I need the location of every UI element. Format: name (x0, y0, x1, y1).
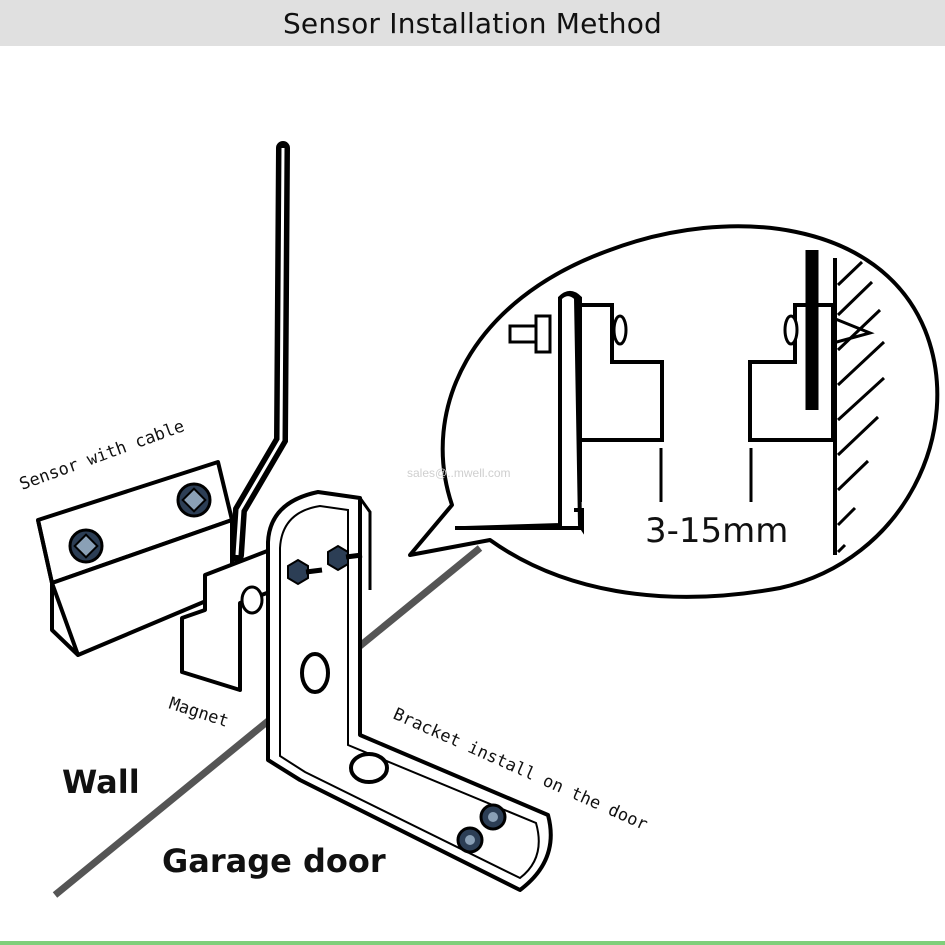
sensor-cable (230, 141, 290, 562)
header-bar: Sensor Installation Method (0, 0, 945, 46)
bottom-divider (0, 941, 945, 945)
sensor-block (36, 460, 234, 657)
bolt-icon (327, 544, 363, 572)
bolt-icon (287, 558, 323, 586)
watermark-text: sales@..mwell.com (407, 466, 511, 480)
page-title: Sensor Installation Method (282, 6, 663, 40)
magnet-label: Magnet (166, 694, 231, 732)
installation-diagram: 3-15mm sales@..mwell.com Sensor with cab… (17, 141, 940, 898)
garage-door-label: Garage door (162, 842, 386, 880)
wall-label: Wall (62, 763, 140, 801)
l-bracket (266, 490, 553, 892)
gap-label: 3-15mm (645, 511, 788, 551)
zoom-callout (408, 224, 940, 599)
